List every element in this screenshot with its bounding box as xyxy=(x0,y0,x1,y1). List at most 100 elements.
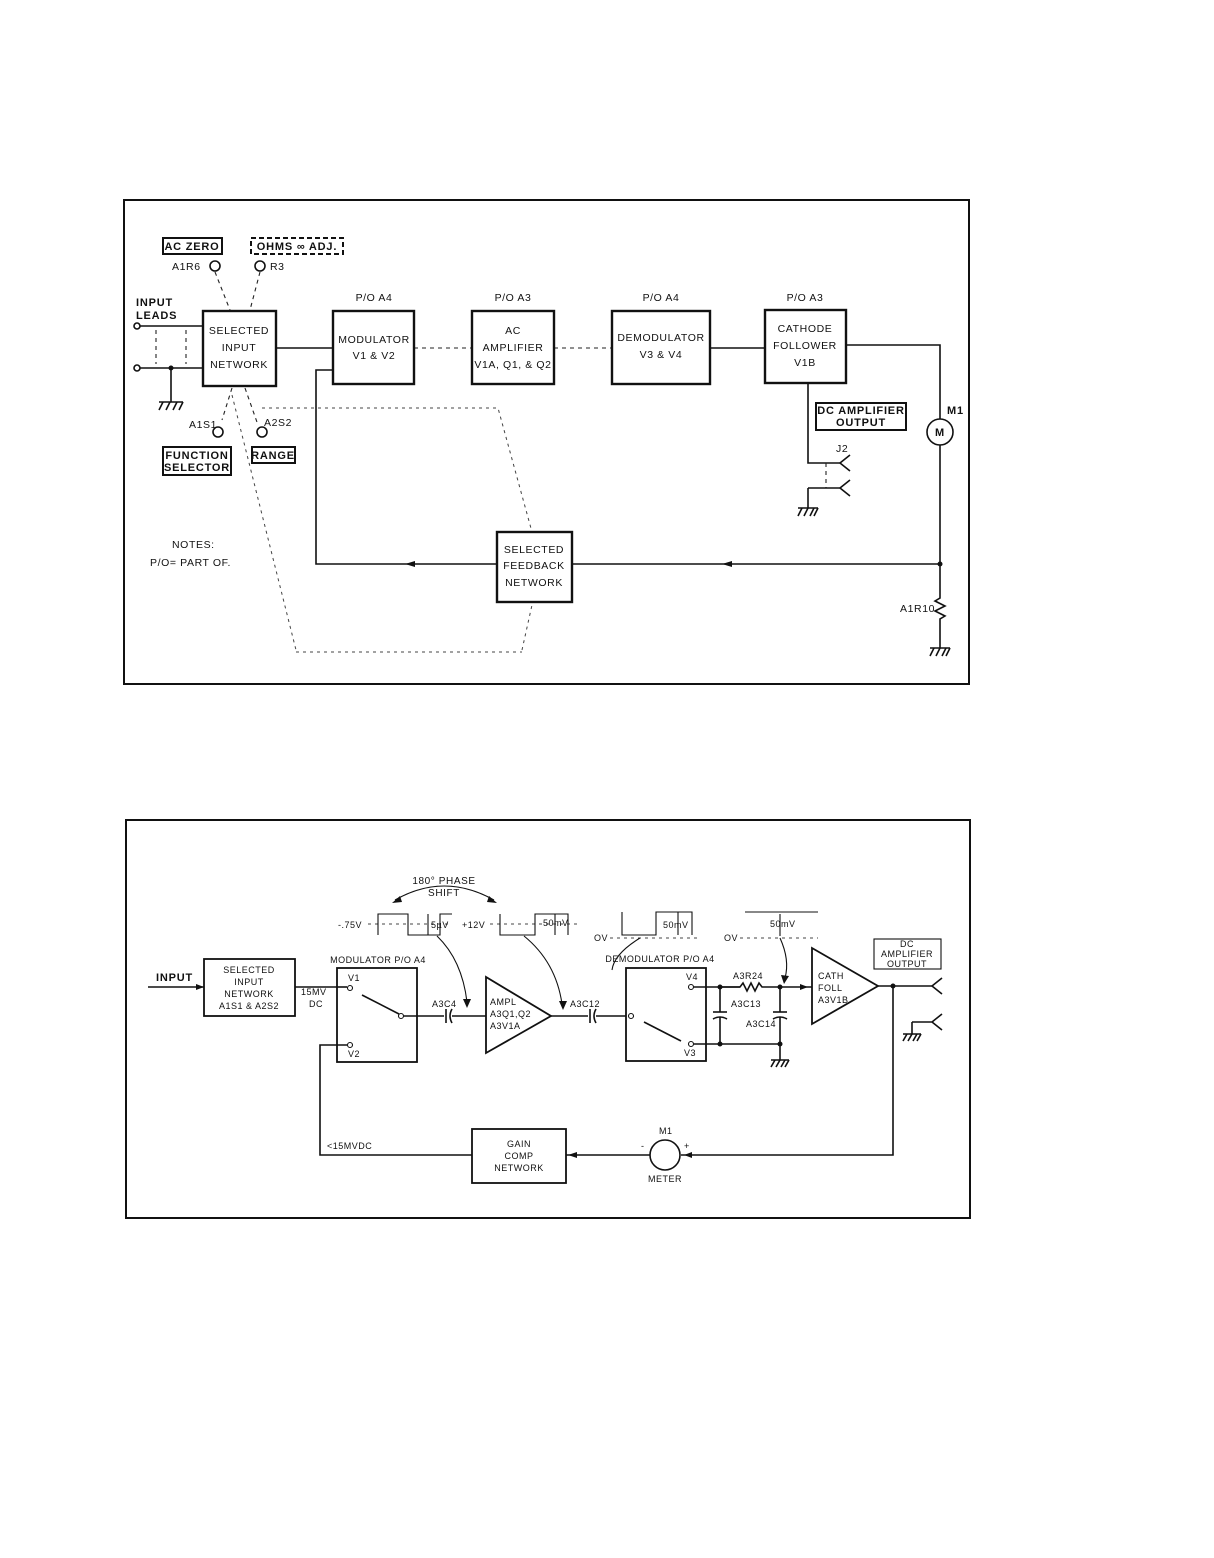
v2-label: V2 xyxy=(348,1049,360,1059)
notes-part-of: P/O= PART OF. xyxy=(150,557,231,569)
r3-control-icon xyxy=(254,260,266,272)
a1r10-label: A1R10 xyxy=(900,603,935,615)
ampl-line2: A3Q1,Q2 xyxy=(490,1009,531,1019)
demodulator-part-label: P/O A4 xyxy=(643,292,680,304)
a3r24-resistor-icon xyxy=(720,981,812,993)
function-selector-label-2: SELECTOR xyxy=(164,462,230,474)
dc-amp-output-label-2: OUTPUT xyxy=(836,417,886,429)
demodulator-title: DEMODULATOR P/O A4 xyxy=(605,954,714,964)
a2s2-label: A2S2 xyxy=(264,417,292,429)
sel-input2-line1: SELECTED xyxy=(223,965,275,975)
gain-line3: NETWORK xyxy=(494,1163,544,1173)
gain-line2: COMP xyxy=(505,1151,534,1161)
output-connector-icon xyxy=(902,977,943,1042)
a2s2-switch-icon xyxy=(256,426,268,438)
gain-comp-network-block xyxy=(471,1128,567,1184)
ohms-adj-label: OHMS ∞ ADJ. xyxy=(257,241,337,253)
ampl-block xyxy=(485,975,553,1055)
mv-label-2: DC xyxy=(309,999,323,1009)
function-selector-label-box xyxy=(162,446,232,476)
demodulator-line2: V3 & V4 xyxy=(640,349,683,361)
v4-label: V4 xyxy=(686,972,698,982)
ampl-line1: AMPL xyxy=(490,997,517,1007)
a3c12-capacitor-icon xyxy=(589,1008,597,1024)
waveform-4-label: 50mV xyxy=(770,919,796,929)
a3c13-label: A3C13 xyxy=(731,999,761,1009)
feedback-line2: FEEDBACK xyxy=(503,560,564,572)
cathode-follower-block xyxy=(763,308,848,385)
meter-m1-icon-2 xyxy=(649,1139,681,1171)
cath-line1: CATH xyxy=(818,971,844,981)
ac-zero-label-box xyxy=(162,237,223,255)
dc-out-line3: OUTPUT xyxy=(887,959,927,969)
input-leads-label-2: LEADS xyxy=(136,310,177,322)
j2-label: J2 xyxy=(836,443,848,455)
demodulator-line1: DEMODULATOR xyxy=(617,332,704,344)
sel-input-line1: SELECTED xyxy=(209,325,269,337)
input-leads-label-1: INPUT xyxy=(136,297,173,309)
waveform-2-label: 50mV xyxy=(543,918,569,928)
meter-symbol: M xyxy=(935,427,945,439)
meter-plus: + xyxy=(684,1141,690,1151)
mv-label-1: 15MV xyxy=(301,987,327,997)
ac-zero-label: AC ZERO xyxy=(164,241,219,253)
ov-label-2: OV xyxy=(724,933,738,943)
gain-line1: GAIN xyxy=(507,1139,531,1149)
block-diagram-2: 180° PHASE SHIFT -.75V 5µV +12V 50mV OV … xyxy=(125,819,971,1219)
a1r6-label: A1R6 xyxy=(172,261,201,273)
function-selector-label-1: FUNCTION xyxy=(165,450,228,462)
sel-input-line2: INPUT xyxy=(222,342,257,354)
cathode-part-label: P/O A3 xyxy=(787,292,824,304)
v-pos12-label: +12V xyxy=(462,920,485,930)
cathode-line1: CATHODE xyxy=(778,323,833,335)
ground-icon-1 xyxy=(158,401,184,411)
a3r24-label: A3R24 xyxy=(733,971,763,981)
block-diagram-1: AC ZERO OHMS ∞ ADJ. A1R6 R3 INPUT LEADS … xyxy=(123,199,970,685)
r3-label: R3 xyxy=(270,261,285,273)
meter-minus: - xyxy=(641,1141,645,1151)
meter-label: METER xyxy=(648,1174,682,1184)
a1r6-control-icon xyxy=(209,260,221,272)
cathode-follower-block-2 xyxy=(811,946,880,1026)
modulator-line1: MODULATOR xyxy=(338,334,410,346)
demodulator-block xyxy=(610,309,712,386)
diagram1-frame xyxy=(123,199,970,685)
a1s1-switch-icon xyxy=(212,426,224,438)
dc-out-line1: DC xyxy=(900,939,914,949)
cathode-line3: V1B xyxy=(794,357,816,369)
ground-icon-2 xyxy=(797,507,819,517)
v-neg75-label: -.75V xyxy=(338,920,362,930)
dc-amp-output-label-1: DC AMPLIFIER xyxy=(817,405,904,417)
input-terminal-1-icon xyxy=(133,322,141,330)
ohms-adj-label-box xyxy=(250,237,344,255)
input-terminal-2-icon xyxy=(133,364,141,372)
ac-amp-line3: V1A, Q1, & Q2 xyxy=(474,359,551,371)
range-label: RANGE xyxy=(251,450,295,462)
j2-connector-icon xyxy=(839,454,851,497)
ac-amplifier-block xyxy=(470,309,556,386)
selected-feedback-network-block xyxy=(495,530,574,604)
waveform-3-label: 50mV xyxy=(663,920,689,930)
feedback-mv-label: <15MVDC xyxy=(327,1141,372,1151)
cath-line3: A3V1B xyxy=(818,995,849,1005)
ampl-line3: A3V1A xyxy=(490,1021,521,1031)
modulator-title: MODULATOR P/O A4 xyxy=(330,955,426,965)
a3c12-label: A3C12 xyxy=(570,999,600,1009)
feedback-line1: SELECTED xyxy=(504,544,564,556)
m1-label: M1 xyxy=(947,405,964,417)
dc-amp-output-box-2 xyxy=(873,938,942,970)
modulator-part-label: P/O A4 xyxy=(356,292,393,304)
phase-shift-label-2: SHIFT xyxy=(428,888,460,899)
v3-label: V3 xyxy=(684,1048,696,1058)
ov-label-1: OV xyxy=(594,933,608,943)
ground-icon-3 xyxy=(929,647,951,657)
cath-line2: FOLL xyxy=(818,983,843,993)
sel-input2-line2: INPUT xyxy=(234,977,264,987)
m1-label-2: M1 xyxy=(659,1126,673,1136)
dc-out-line2: AMPLIFIER xyxy=(881,949,933,959)
modulator-line2: V1 & V2 xyxy=(353,350,396,362)
a3c4-label: A3C4 xyxy=(432,999,457,1009)
range-label-box xyxy=(251,446,296,464)
dc-amp-output-label-box xyxy=(815,402,907,431)
